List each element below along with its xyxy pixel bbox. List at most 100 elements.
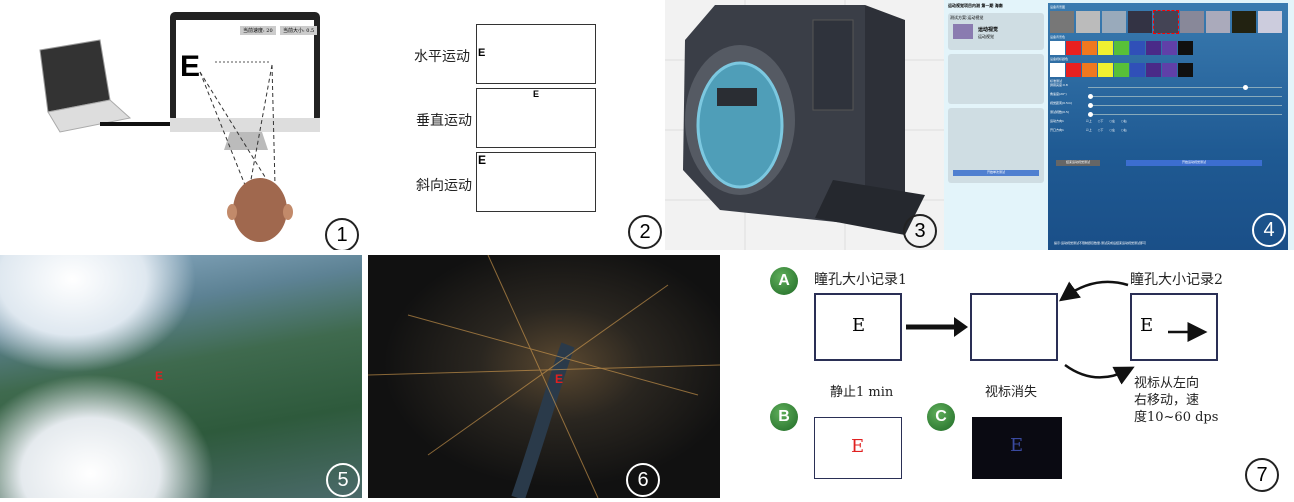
direction-row: 运动方向1☑上○下○左○右 [1048, 119, 1288, 128]
device-render [665, 0, 944, 250]
badge-a: A [770, 267, 798, 295]
direction-checkbox[interactable]: ☑上 [1086, 119, 1092, 123]
color-swatch[interactable] [1162, 63, 1177, 77]
panel-number: 2 [628, 215, 662, 249]
single-test-button[interactable]: 开始单次测试 [953, 170, 1039, 176]
color-swatch[interactable] [1114, 41, 1129, 55]
vanish-box [970, 293, 1058, 361]
laptop-monitor-head-illustration [39, 12, 320, 242]
slider-label: 测试视数(0.5) [1050, 110, 1070, 114]
panel-4-software-ui: 运动视觉项目内测 第一期 海南 测试方案:运动视觉 运动视觉 运动视觉 开始单次… [944, 0, 1294, 250]
red-e-box: E [814, 417, 902, 479]
speed-button[interactable]: 当前速度: 20 [240, 26, 276, 35]
slider-thumb[interactable] [1088, 112, 1093, 117]
panel-number: 6 [626, 463, 660, 497]
color-swatch[interactable] [1082, 63, 1097, 77]
color-swatch[interactable] [1130, 41, 1145, 55]
desc-line: 度10~60 dps [1134, 410, 1219, 425]
panel-number: 4 [1252, 213, 1286, 247]
bg-color-label: 设备背景色 [1050, 35, 1066, 39]
bg-image-label: 设备背景图 [1050, 5, 1066, 9]
panel-number: 1 [325, 218, 359, 250]
panel-number: 5 [326, 463, 360, 497]
color-swatch[interactable] [1146, 63, 1161, 77]
slider-row[interactable]: 测试视数(0.5) [1048, 110, 1288, 119]
desc-line: 右移动，速 [1134, 393, 1200, 408]
panel-2-motion-types: E E E 水平运动 垂直运动 斜向运动 2 [360, 0, 665, 250]
start-test-button[interactable]: 开始运动视觉测试 [1126, 160, 1262, 166]
direction-checkbox[interactable]: ○右 [1120, 119, 1127, 123]
optotype-e: E [1140, 315, 1154, 336]
dark-e-box: E [972, 417, 1062, 479]
optotype-e: E [478, 153, 487, 167]
still-label: 静止1 min [830, 385, 894, 400]
slider-label: 视觉距离(0.5m) [1050, 101, 1073, 105]
slider-thumb[interactable] [1243, 85, 1249, 90]
direction-checkbox[interactable]: ○右 [1120, 128, 1127, 132]
card-subtitle: 运动视觉 [978, 34, 994, 39]
color-swatch[interactable] [1178, 63, 1193, 77]
optotype-e: E [555, 372, 564, 386]
end-test-button[interactable]: 结束运动视觉测试 [1056, 160, 1100, 166]
optotype-e: E [852, 315, 866, 336]
color-swatch[interactable] [1146, 41, 1161, 55]
optotype-e: E [1010, 435, 1024, 456]
still-box: E [814, 293, 902, 361]
slider-row[interactable]: 屏幕亮度:0.8 [1048, 83, 1288, 92]
record-2-label: 瞳孔大小记录2 [1130, 272, 1223, 288]
card-title: 运动视觉 [978, 27, 999, 33]
app-title: 运动视觉项目内测 第一期 海南 [948, 3, 1003, 8]
color-swatch[interactable] [1098, 41, 1113, 55]
label-horizontal: 水平运动 [414, 49, 470, 65]
label-vertical: 垂直运动 [416, 113, 472, 129]
footer-hint: 提示:运动视觉测试不限制题目数量,测试完成后结束运动视觉测试即可 [1054, 241, 1146, 245]
slider-row[interactable]: 视觉距离(0.5m) [1048, 101, 1288, 110]
panel-number: 7 [1245, 458, 1279, 492]
slider-thumb[interactable] [1088, 103, 1093, 108]
direction-checkbox[interactable]: ☑上 [1086, 128, 1092, 132]
color-swatch[interactable] [1162, 41, 1177, 55]
vertical-box: E [476, 88, 596, 148]
optotype-e: E [851, 436, 865, 457]
badge-b: B [770, 403, 798, 431]
moving-box: E [1130, 293, 1218, 361]
color-swatch[interactable] [1098, 63, 1113, 77]
color-swatch[interactable] [1050, 63, 1065, 77]
direction-checkbox[interactable]: ○左 [1109, 128, 1115, 132]
slider-label: 角速度(20°) [1050, 92, 1067, 96]
label-oblique: 斜向运动 [416, 178, 472, 194]
optotype-e: E [180, 50, 201, 83]
slider-thumb[interactable] [1088, 94, 1093, 99]
record-1-label: 瞳孔大小记录1 [814, 272, 907, 288]
panel-number: 3 [903, 214, 937, 248]
oblique-box: E [476, 152, 596, 212]
slider-row[interactable]: 角速度(20°) [1048, 92, 1288, 101]
horizontal-box: E [476, 24, 596, 84]
color-swatch[interactable] [1066, 41, 1081, 55]
panel-5-mountain-scene: E 5 [0, 255, 362, 498]
direction-checkbox[interactable]: ○下 [1097, 119, 1104, 123]
optotype-e: E [533, 89, 540, 99]
color-swatch[interactable] [1082, 41, 1097, 55]
color-swatch[interactable] [1178, 41, 1193, 55]
color-swatch[interactable] [1114, 63, 1129, 77]
panel-3-device-3d: 3 [665, 0, 944, 250]
direction-checkbox[interactable]: ○左 [1109, 119, 1115, 123]
direction-row: 开口方向1☑上○下○左○右 [1048, 128, 1288, 137]
desc-line: 视标从左向 [1134, 376, 1200, 391]
color-swatch[interactable] [1066, 63, 1081, 77]
city-lights [368, 255, 720, 498]
panel-1-setup: E 当前速度: 20 当前大小: 0.5 1 [0, 0, 360, 250]
slider-label: 屏幕亮度:0.8 [1050, 83, 1068, 87]
movement-description: 视标从左向 右移动，速 度10~60 dps [1134, 375, 1218, 426]
scheme-label: 测试方案:运动视觉 [950, 15, 984, 20]
optotype-e: E [155, 369, 164, 383]
standard-test-toggle-label: 标准测试 [1050, 79, 1063, 83]
direction-checkbox[interactable]: ○下 [1097, 128, 1104, 132]
vanish-label: 视标消失 [985, 385, 1038, 400]
optotype-e: E [478, 47, 486, 59]
color-swatch[interactable] [1050, 41, 1065, 55]
badge-c: C [927, 403, 955, 431]
size-button[interactable]: 当前大小: 0.5 [280, 26, 318, 35]
color-swatch[interactable] [1130, 63, 1145, 77]
